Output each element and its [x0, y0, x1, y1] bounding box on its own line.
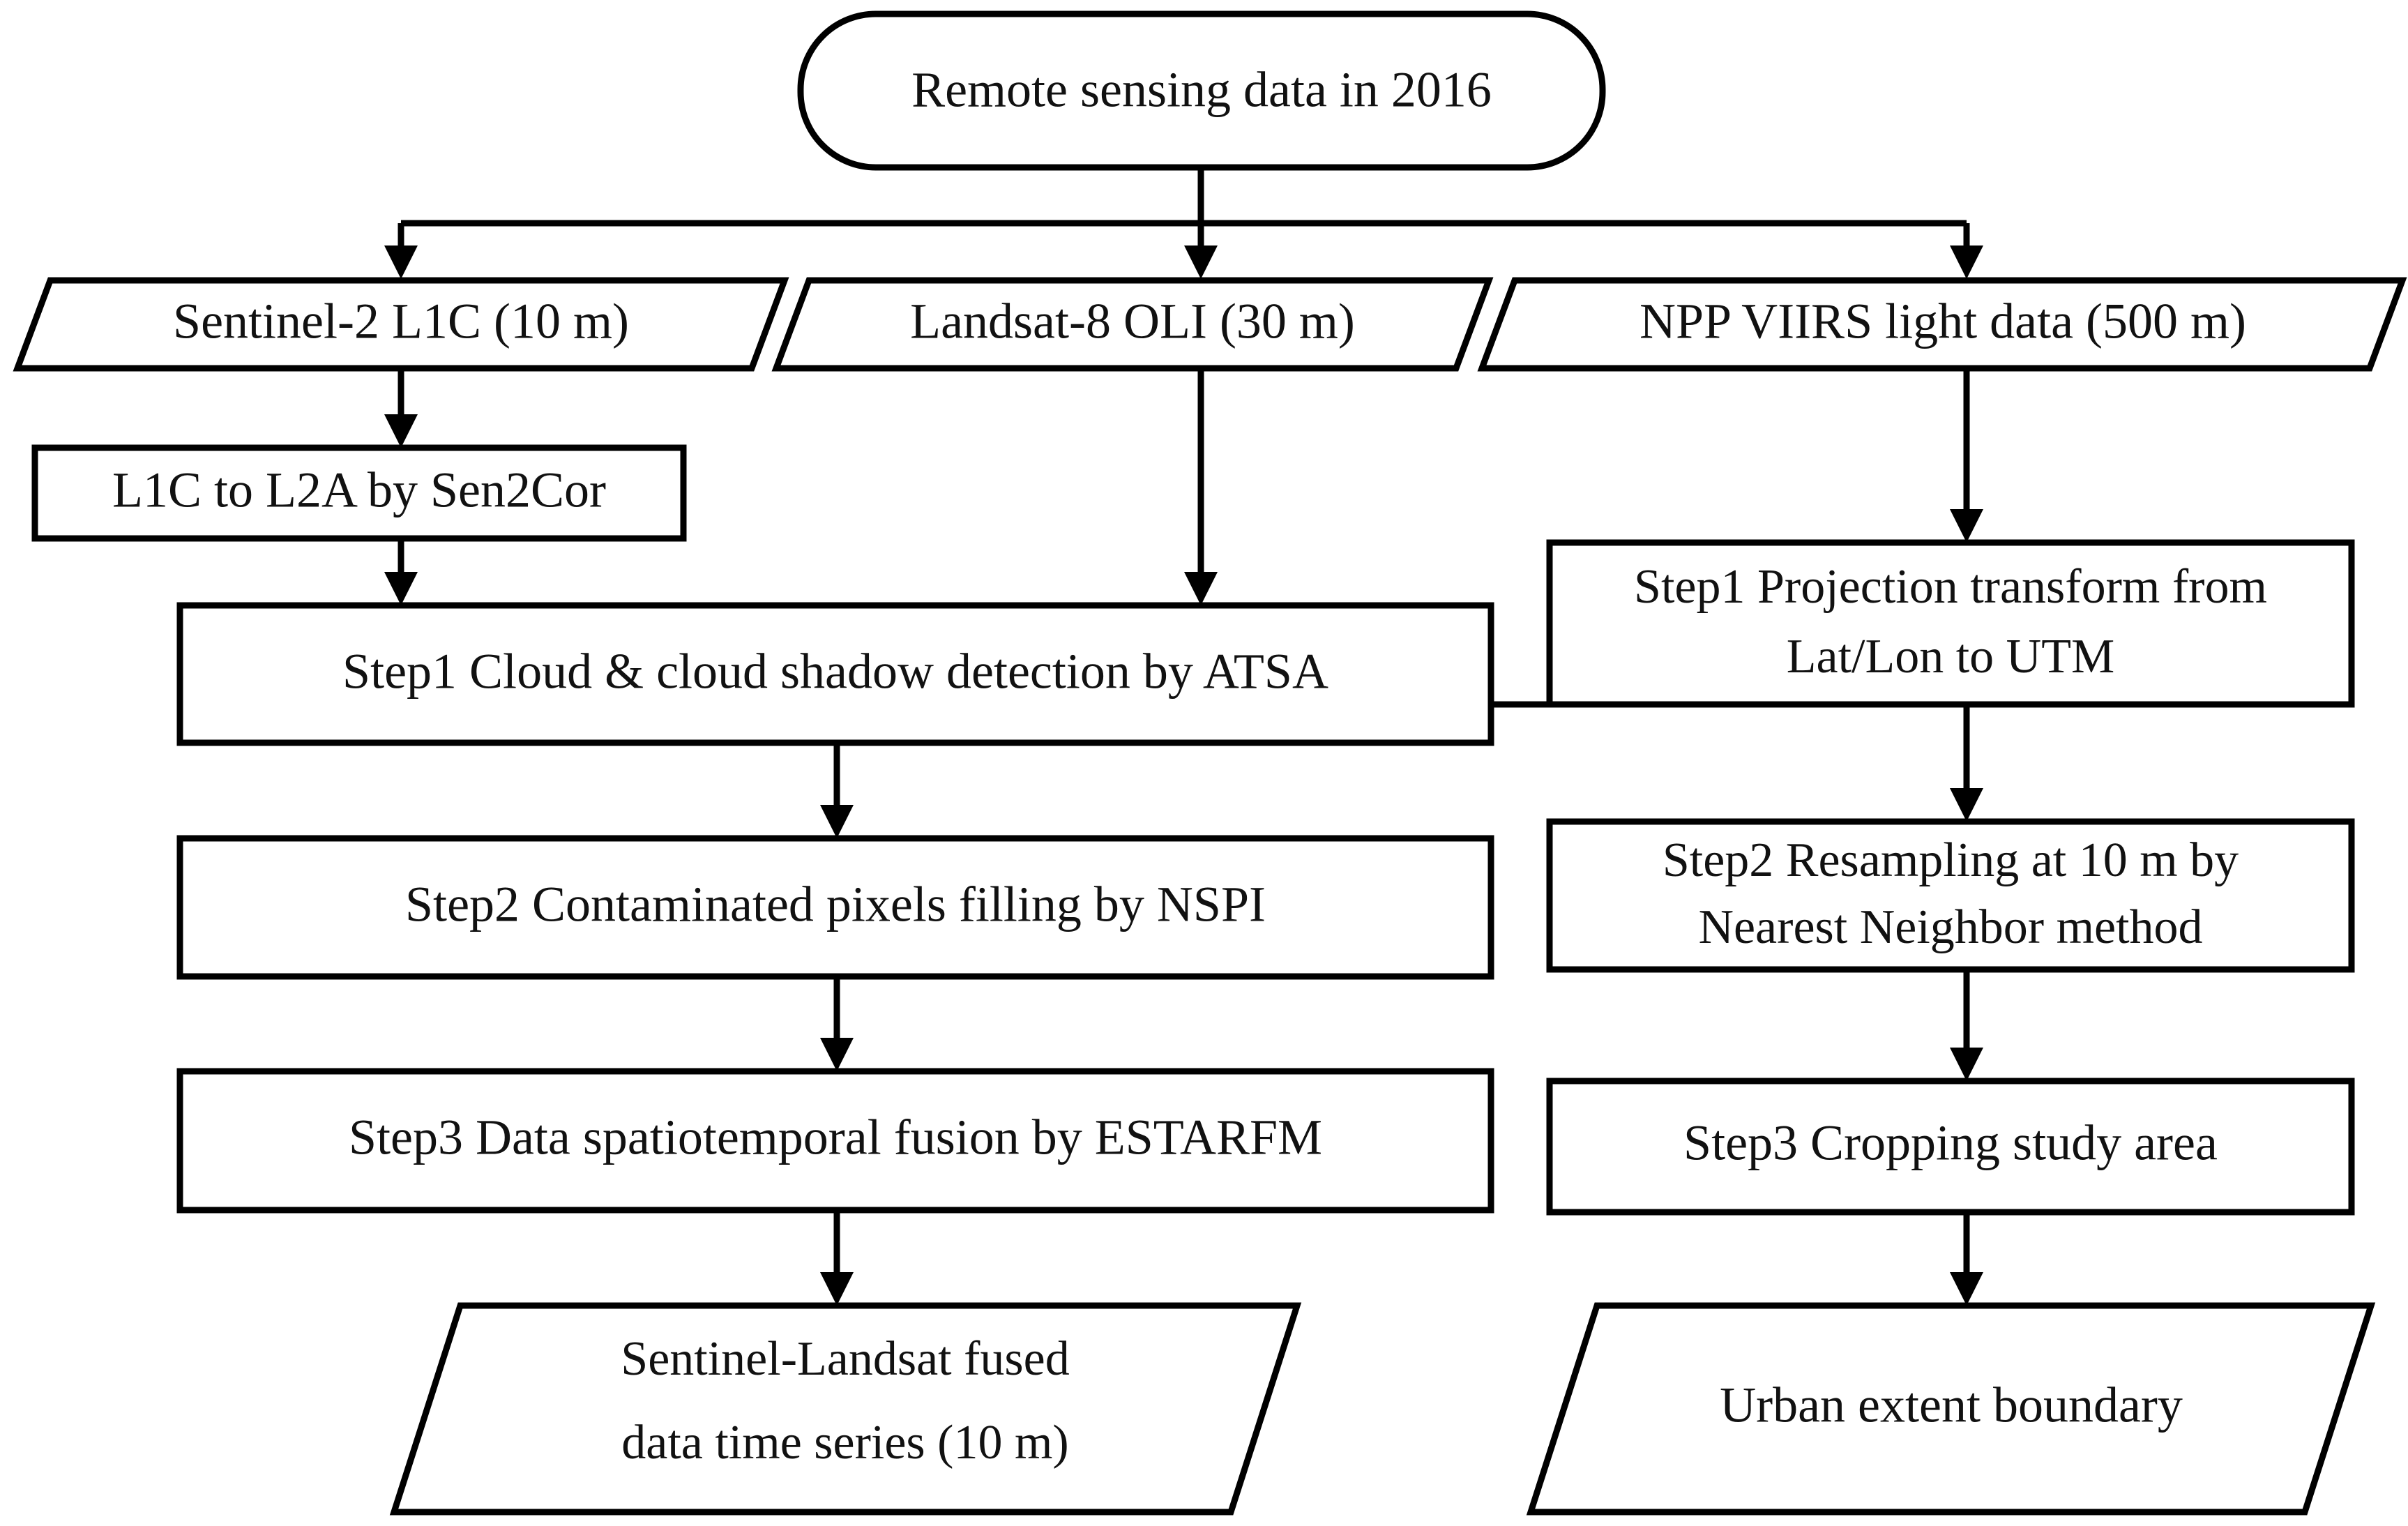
arrowhead-to-sentinel: [384, 245, 418, 279]
node-input-viirs[interactable]: NPP VIIRS light data (500 m): [1477, 277, 2407, 372]
source-shape: [797, 10, 1606, 171]
sen2cor-shape: [31, 444, 687, 542]
source-label: Remote sensing data in 2016: [911, 62, 1492, 118]
left-step1-label: Step1 Cloud & cloud shadow detection by …: [342, 644, 1328, 700]
arrowhead-to-viirs: [1950, 245, 1983, 279]
node-right-step3[interactable]: Step3 Cropping study area: [1546, 1078, 2355, 1216]
arrowhead-to-sen2cor: [384, 414, 418, 448]
arrowhead-sen2cor-to-step1: [384, 572, 418, 605]
right-output-label: Urban extent boundary: [1720, 1377, 2183, 1433]
node-right-step1[interactable]: Step1 Projection transform from Lat/Lon …: [1546, 539, 2355, 708]
arrowhead-lstep2-lstep3: [820, 1038, 854, 1071]
input-landsat-label: Landsat-8 OLI (30 m): [910, 294, 1355, 349]
right-step2-label-line1: Step2 Resampling at 10 m by: [1663, 833, 2239, 887]
arrowhead-to-landsat: [1184, 245, 1218, 279]
node-left-step1[interactable]: Step1 Cloud & cloud shadow detection by …: [176, 602, 1494, 746]
node-input-sentinel[interactable]: Sentinel-2 L1C (10 m): [13, 277, 789, 372]
right-step2-shape: [1546, 818, 2355, 973]
right-step3-shape: [1546, 1078, 2355, 1216]
input-viirs-shape: [1477, 277, 2407, 372]
input-sentinel-shape: [13, 277, 789, 372]
node-right-step2[interactable]: Step2 Resampling at 10 m by Nearest Neig…: [1546, 818, 2355, 973]
node-left-output[interactable]: Sentinel-Landsat fused data time series …: [389, 1302, 1302, 1516]
left-step1-shape: [176, 602, 1494, 746]
node-left-step2[interactable]: Step2 Contaminated pixels filling by NSP…: [176, 835, 1494, 980]
input-viirs-label: NPP VIIRS light data (500 m): [1640, 294, 2246, 349]
left-output-shape: [389, 1302, 1302, 1516]
node-left-step3[interactable]: Step3 Data spatiotemporal fusion by ESTA…: [176, 1068, 1494, 1214]
node-right-output[interactable]: Urban extent boundary: [1526, 1302, 2376, 1516]
arrowhead-rstep2-rstep3: [1950, 1048, 1983, 1081]
input-landsat-shape: [771, 277, 1494, 372]
arrowhead-rstep3-output: [1950, 1272, 1983, 1306]
right-step1-label-line2: Lat/Lon to UTM: [1787, 630, 2114, 683]
input-sentinel-label: Sentinel-2 L1C (10 m): [173, 294, 629, 349]
left-step3-shape: [176, 1068, 1494, 1214]
left-step3-label: Step3 Data spatiotemporal fusion by ESTA…: [349, 1110, 1322, 1165]
right-step2-label-line2: Nearest Neighbor method: [1698, 900, 2202, 954]
node-sen2cor[interactable]: L1C to L2A by Sen2Cor: [31, 444, 687, 542]
left-output-label-line2: data time series (10 m): [621, 1416, 1068, 1470]
node-input-landsat[interactable]: Landsat-8 OLI (30 m): [771, 277, 1494, 372]
arrowhead-landsat-to-step1: [1184, 572, 1218, 605]
right-step1-label-line1: Step1 Projection transform from: [1634, 560, 2267, 614]
left-output-label-line1: Sentinel-Landsat fused: [621, 1332, 1069, 1386]
arrowhead-rstep1-rstep2: [1950, 788, 1983, 822]
left-step2-label: Step2 Contaminated pixels filling by NSP…: [405, 877, 1266, 932]
arrowhead-lstep1-lstep2: [820, 805, 854, 838]
node-source[interactable]: Remote sensing data in 2016: [797, 10, 1606, 171]
right-step1-shape: [1546, 539, 2355, 708]
sen2cor-label: L1C to L2A by Sen2Cor: [112, 462, 606, 518]
left-step2-shape: [176, 835, 1494, 980]
right-output-shape: [1526, 1302, 2376, 1516]
arrowhead-viirs-rstep1: [1950, 509, 1983, 543]
arrowhead-lstep3-output: [820, 1272, 854, 1306]
right-step3-label: Step3 Cropping study area: [1683, 1115, 2218, 1171]
